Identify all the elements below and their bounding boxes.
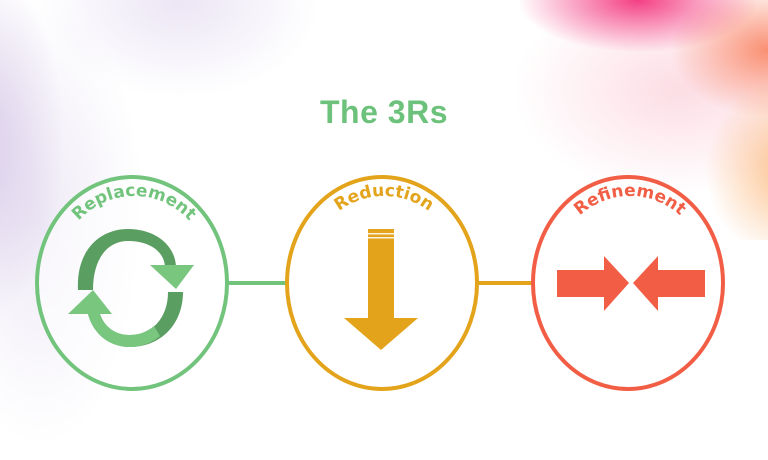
replacement-circle [35,175,229,391]
down-arrow-icon [344,229,418,350]
cycle-arrows-icon [68,229,194,347]
node-replacement: Replacement [35,175,229,391]
node-refinement: Refinement [531,175,725,391]
converging-arrows-icon [557,256,705,311]
diagram-title: The 3Rs [320,94,448,130]
node-reduction: Reduction [285,175,479,391]
